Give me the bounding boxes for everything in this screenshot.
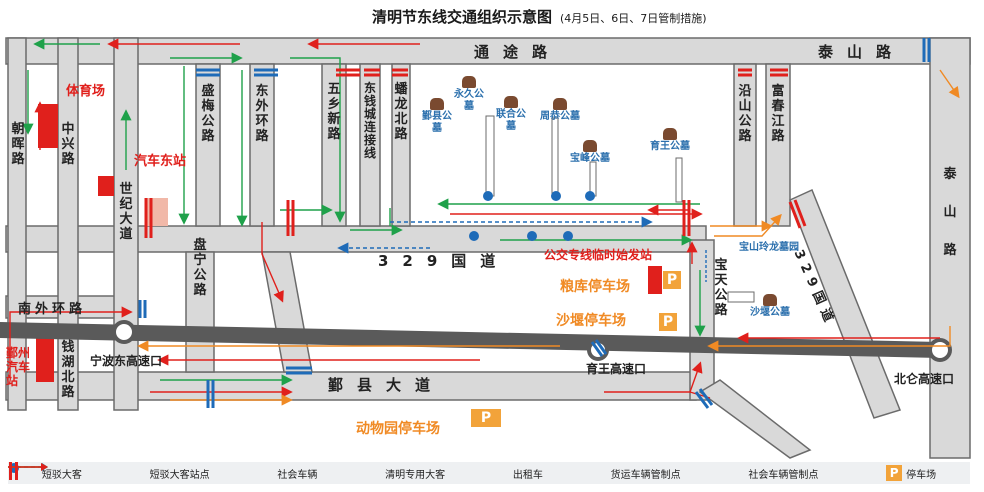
label-bus-terminal: 公交专线临时始发站 [544, 248, 653, 262]
label-yinzhou-bus: 鄞州汽车站 [6, 346, 31, 388]
label-taishan-v: 泰山路 [943, 167, 957, 258]
legend-social-ctrl: 社会车辆管制点 [9, 462, 818, 481]
cemetery-shayan: 沙堰公墓 [746, 294, 794, 319]
label-panlong: 蟠龙北路 [394, 82, 408, 142]
shuttle-stops [469, 191, 595, 241]
red-bars-icon [9, 462, 18, 480]
legend-shuttle-stop: 短驳大客站点 [9, 463, 210, 481]
parking-icon: P [886, 465, 903, 481]
cemetery-icon [763, 294, 777, 306]
map-legend: 短驳大客 短驳大客站点 社会车辆 清明专用大客 出租车 货运车辆管制点 社会车辆… [8, 462, 970, 484]
label-liangku-parking: 粮库停车场 [560, 279, 630, 295]
beilun-exit-icon [928, 338, 952, 362]
label-beilun-exit: 北仑高速口 [894, 372, 955, 386]
label-nb-east-exit: 宁波东高速口 [90, 354, 163, 368]
cemetery-yuwang: 育王公墓 [646, 128, 694, 153]
legend-social: 社会车辆 [8, 463, 317, 481]
red-arrow-icon [8, 463, 48, 471]
parking-icon-zoo: P [470, 408, 502, 428]
cemetery-icon [583, 140, 597, 152]
road-tongtu [5, 37, 971, 65]
label-east-bus: 汽车东站 [134, 154, 187, 169]
station-blocks [36, 104, 662, 382]
road-panning [185, 251, 215, 373]
map-subtitle: (4月5日、6日、7日管制措施) [560, 12, 707, 25]
label-shayan-parking: 沙堰停车场 [556, 313, 626, 329]
cemetery-icon [553, 98, 567, 110]
cemetery-yongjiu: 永久公墓 [452, 76, 486, 113]
road-dongqian [359, 63, 381, 227]
cemetery-yinxian: 鄞县公墓 [420, 98, 454, 135]
road-g329-diag [789, 188, 901, 419]
label-dongwaihuan: 东外环路 [255, 84, 269, 144]
legend-taxi: 出租车 [8, 463, 543, 481]
cemetery-zhougong: 周恭公墓 [536, 98, 584, 123]
label-g329: 329国道 [378, 252, 510, 270]
road-zhongxing [57, 37, 79, 411]
cemetery-lianhe: 联合公墓 [494, 96, 528, 133]
label-yanshan: 沿山公路 [738, 84, 752, 144]
label-fuchun: 富春江路 [771, 84, 785, 144]
cemetery-icon [462, 76, 476, 88]
label-qianhu: 钱湖北路 [61, 340, 75, 400]
route-arrows [9, 38, 960, 406]
legend-qingming: 清明专用大客 [8, 463, 445, 481]
label-chaohui: 朝晖路 [11, 122, 25, 167]
cemetery-icon [430, 98, 444, 110]
label-taishan-h: 泰山路 [818, 43, 906, 61]
road-taishan-v [929, 37, 971, 459]
label-wuxiang: 五乡新路 [327, 82, 341, 142]
label-yuwang-exit: 育王高速口 [586, 362, 647, 376]
road-fuchun [765, 63, 791, 227]
control-points [138, 38, 931, 409]
road-shiji [113, 37, 139, 411]
legend-freight-ctrl: 货运车辆管制点 [9, 462, 681, 481]
label-dongqian: 东钱城连接线 [363, 81, 376, 160]
label-shiji: 世纪大道 [119, 182, 133, 242]
cemetery-baoshan: 宝山玲龙墓园 [739, 242, 799, 253]
road-chaohui [7, 37, 27, 411]
label-yinxian: 鄞县大道 [328, 376, 445, 394]
road-network [5, 37, 971, 459]
label-stadium: 体育场 [66, 84, 106, 99]
nb-east-exit-icon [112, 320, 136, 344]
label-tongtu: 通途路 [474, 43, 562, 61]
cemetery-icon [504, 96, 518, 108]
map-title: 清明节东线交通组织示意图(4月5日、6日、7日管制措施) [372, 8, 707, 26]
label-zoo-parking: 动物园停车场 [356, 421, 440, 437]
parking-icon-shayan: P [658, 312, 678, 332]
cemetery-baofeng: 宝峰公墓 [566, 140, 614, 165]
parking-icon-liangku: P [662, 270, 682, 290]
road-baotian [689, 239, 715, 401]
cemetery-icon [663, 128, 677, 140]
label-panning: 盘宁公路 [193, 238, 207, 298]
label-baotian: 宝天公路 [714, 258, 728, 318]
road-south-diag [698, 379, 812, 459]
label-shengmei: 盛梅公路 [201, 84, 215, 144]
legend-parking: P 停车场 [886, 465, 936, 481]
label-nanwaihuan: 南外环路 [18, 302, 87, 317]
road-shengmei [195, 63, 221, 227]
label-zhongxing: 中兴路 [61, 122, 75, 167]
road-wuxiang [321, 63, 347, 227]
